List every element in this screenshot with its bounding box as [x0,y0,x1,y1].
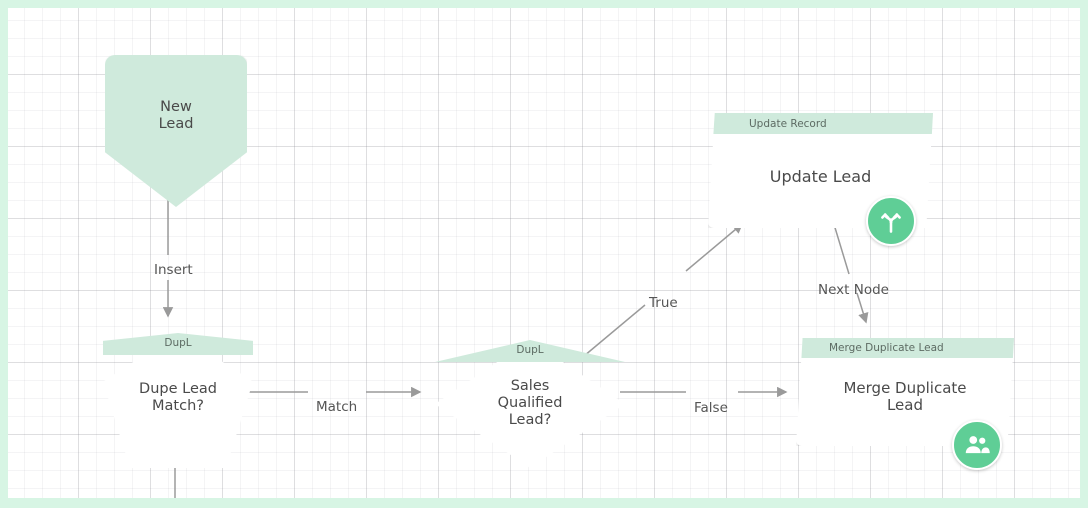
edge-next-node-lower [856,292,869,324]
node-merge-duplicate-lead-header [801,338,1014,358]
flow-diagram-canvas[interactable]: New Lead DupL Dupe Lead Match? DupL Sale… [8,8,1080,498]
edge-true-lower [583,304,646,357]
node-new-lead[interactable]: New Lead [105,55,247,207]
edge-next-node-upper [832,220,850,275]
node-sales-qualified-lead[interactable]: DupL Sales Qualified Lead? [435,340,625,468]
users-glyph [965,436,990,454]
edge-true-upper [685,222,744,272]
node-sales-qualified-lead-header [435,340,625,362]
node-update-lead-header [713,113,933,134]
branch-glyph [881,213,901,233]
users-icon[interactable] [952,420,1002,470]
node-new-lead-shape [105,55,247,207]
branch-icon[interactable] [866,196,916,246]
node-dupe-lead-match-header [103,333,253,355]
node-dupe-lead-match[interactable]: DupL Dupe Lead Match? [103,333,253,468]
